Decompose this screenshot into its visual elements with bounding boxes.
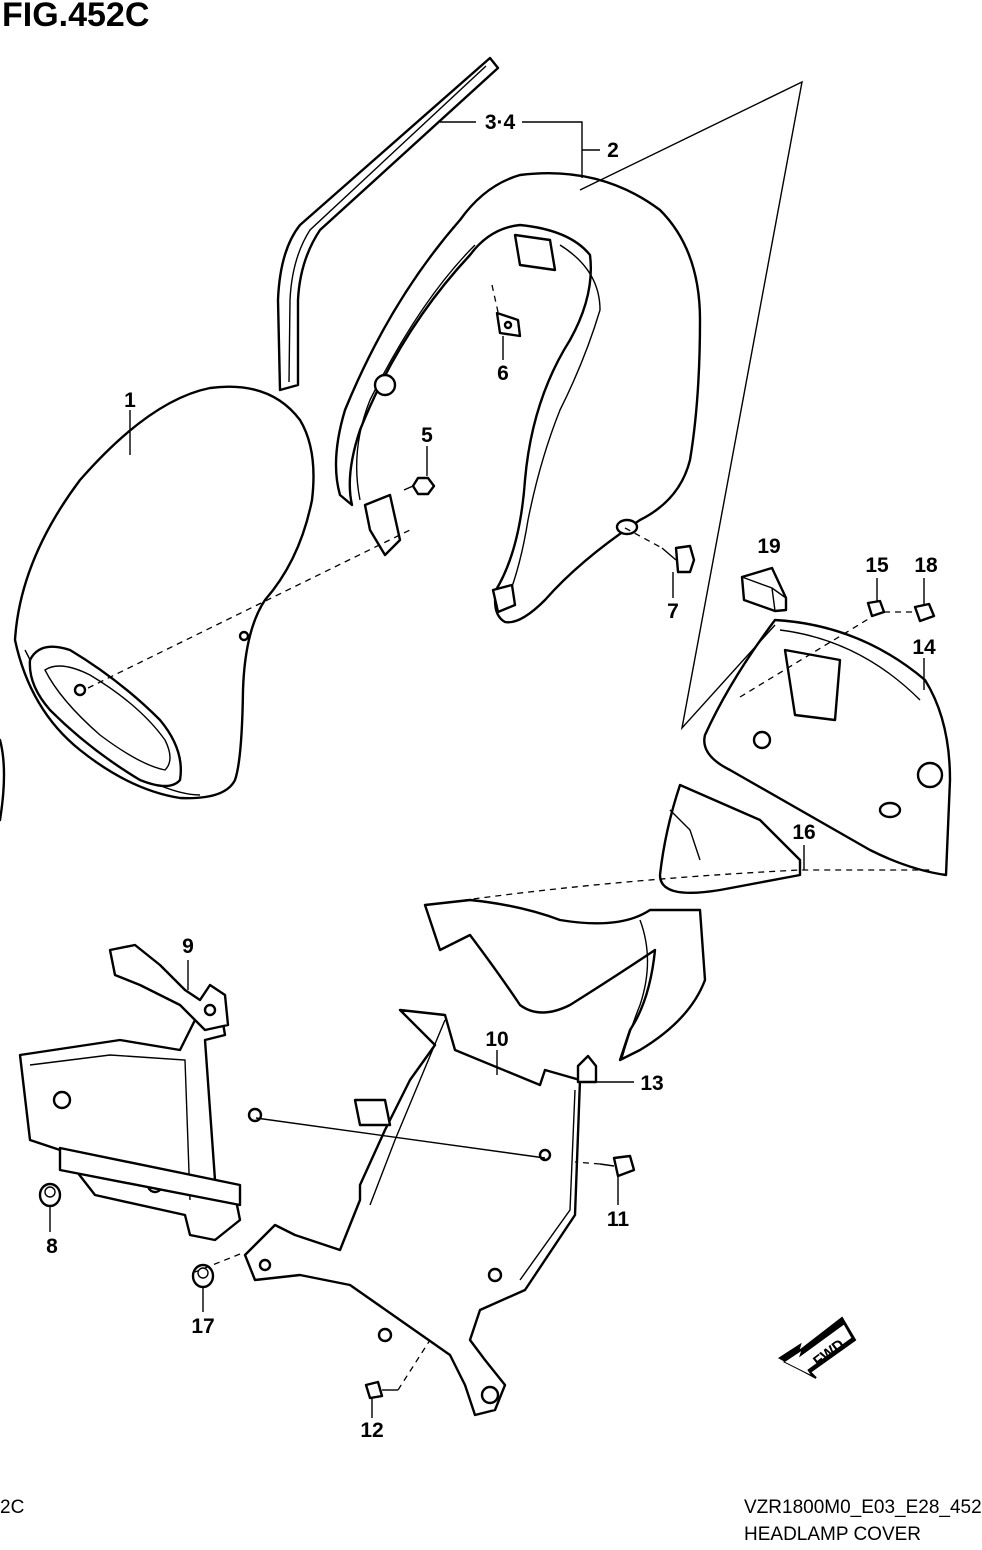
adjacent-part-edge — [0, 738, 6, 822]
callout-2: 2 — [607, 139, 619, 162]
callout-12: 12 — [360, 1419, 383, 1442]
bolt-12 — [364, 1380, 398, 1400]
callout-18: 18 — [914, 554, 938, 577]
callout-10: 10 — [485, 1028, 508, 1051]
reference-line-9-10 — [255, 1117, 546, 1159]
upper-cowl — [334, 172, 702, 624]
footer-diagram-code: VZR1800M0_E03_E28_452 — [744, 1497, 982, 1518]
callout-6: 6 — [497, 362, 509, 385]
nut-18 — [913, 602, 936, 623]
callout-11: 11 — [607, 1208, 630, 1231]
grommet-17 — [191, 1263, 215, 1289]
headlamp-housing — [13, 385, 315, 800]
figure-title: FIG.452C — [2, 0, 150, 34]
leader-lines — [49, 121, 925, 1418]
bracket-10 — [243, 1008, 582, 1417]
fwd-arrow-icon: FWD — [778, 1316, 857, 1379]
inner-panel-14 — [703, 618, 952, 877]
callout-8: 8 — [46, 1235, 58, 1258]
trim-strip — [276, 56, 500, 392]
foam-pad-19 — [740, 566, 788, 613]
clip-15 — [866, 599, 886, 618]
callout-7: 7 — [667, 600, 679, 623]
callout-9: 9 — [182, 935, 194, 958]
callout-labels: 1 2 3·4 5 6 7 8 9 10 11 12 13 14 15 16 1… — [46, 111, 938, 1442]
callout-3-4: 3·4 — [485, 111, 516, 134]
group-outline — [579, 80, 803, 731]
assembly-line-11 — [574, 1161, 601, 1165]
assembly-line-7 — [624, 527, 663, 549]
cut-line — [429, 869, 930, 906]
footer-diagram-title: HEADLAMP COVER — [744, 1524, 922, 1545]
footer-page-ref: 2C — [0, 1497, 25, 1518]
callout-1: 1 — [124, 389, 136, 412]
callout-17: 17 — [191, 1315, 214, 1338]
callout-16: 16 — [792, 821, 815, 844]
screw-5 — [403, 476, 436, 496]
callout-19: 19 — [757, 535, 780, 558]
assembly-line-6 — [491, 284, 499, 313]
assembly-line-12 — [397, 1339, 431, 1391]
callout-15: 15 — [865, 554, 889, 577]
rivet-7 — [661, 544, 696, 574]
callout-13: 13 — [640, 1072, 663, 1095]
callout-14: 14 — [912, 636, 936, 659]
bracket-9 — [18, 943, 263, 1242]
grommet-8 — [38, 1182, 62, 1208]
bolt-11 — [599, 1154, 636, 1178]
clip-6 — [495, 311, 522, 338]
rivet-13 — [576, 1054, 598, 1084]
assembly-line-17 — [194, 1253, 241, 1273]
assembly-line-14 — [739, 617, 871, 698]
inner-panel-16 — [423, 783, 802, 1062]
callout-5: 5 — [421, 424, 433, 447]
exploded-parts-diagram: 1 2 3·4 5 6 7 8 9 10 11 12 13 14 15 16 1… — [0, 56, 952, 1442]
assembly-line-1 — [87, 529, 411, 689]
